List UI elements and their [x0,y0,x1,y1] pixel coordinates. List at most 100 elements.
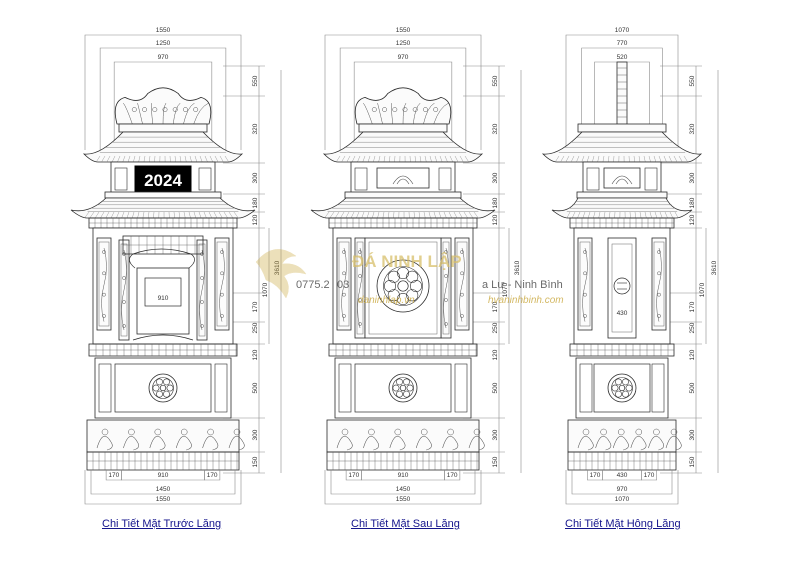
left-outer-column [337,238,351,330]
height-dim-4: 120 [689,214,696,225]
plinth [87,452,239,470]
total-height-dim: 3610 [711,260,718,275]
lower-body [576,358,668,418]
height-dim-7: 120 [689,349,696,360]
left-outer-column [97,238,111,330]
height-dim-9: 300 [689,429,696,440]
height-dim-8: 500 [689,382,696,393]
drawing-rear: 5503203001801201702501205003001503610107… [311,27,521,504]
caption-side-view: Chi Tiết Mặt Hông Lăng [565,518,681,530]
bottom-dim-0-label: 170 [348,472,359,479]
ornamental-crown [115,88,211,124]
upper-ridge-band [359,124,447,132]
height-dim-1: 320 [492,123,499,134]
base-cap-band [570,344,674,356]
main-roof [552,198,692,218]
date-plaque-text: 2024 [144,171,182,190]
height-dim-10: 150 [492,456,499,467]
base-foot [327,420,484,452]
right-outer-column [455,238,469,330]
bottom-dim-2: 170 [641,470,656,480]
lower-body [335,358,471,418]
bottom-dim-1: 430 [603,470,642,480]
bottom-dim-1-label: 430 [617,472,628,479]
height-dim-1: 320 [689,123,696,134]
height-dim-6: 250 [252,322,259,333]
height-dim-2: 300 [492,172,499,183]
upper-roof [324,132,482,162]
height-dim-3: 180 [252,197,259,208]
main-ridge-band [105,192,221,198]
top-dim-0-label: 1070 [615,27,630,34]
height-dim-1: 320 [252,123,259,134]
height-dim-0: 550 [492,75,499,86]
right-inner-column [441,238,451,338]
upper-ridge-band [578,124,666,132]
height-dim-9: 300 [252,429,259,440]
top-dim-2-label: 970 [158,54,169,61]
bottom-dim-0: 170 [346,470,361,480]
top-dim-0-label: 1550 [396,27,411,34]
height-dim-8: 500 [252,382,259,393]
right-outer-column [652,238,666,330]
left-outer-column [578,238,592,330]
height-dim-4: 120 [252,214,259,225]
height-dim-9: 300 [492,429,499,440]
bottom-dim-2-label: 170 [447,472,458,479]
right-outer-column [215,238,229,330]
left-inner-column [119,240,129,340]
upper-ridge-band [119,124,207,132]
frieze-band [89,218,237,228]
main-ridge-band [345,192,461,198]
height-dim-6: 250 [689,322,696,333]
bottom-dim-2-label: 170 [207,472,218,479]
bottom-dim-0: 170 [106,470,121,480]
drawing-side: 550 320 300 180 120 170 250 120 500 300 150 3610 107… [543,27,718,504]
bottom-dim-2: 170 [204,470,219,480]
bottom-dim-0-label: 170 [108,472,119,479]
overall-width-dim-label: 1550 [396,496,411,503]
right-inner-column [197,240,207,340]
bottom-dim-2: 170 [444,470,459,480]
height-dim-3: 180 [492,197,499,208]
height-dim-5: 170 [252,301,259,312]
height-dim-0: 550 [689,75,696,86]
inner-height-dim: 1070 [502,282,509,297]
upper-cabin [583,162,661,194]
top-dim-0-label: 1550 [156,27,171,34]
height-dim-2: 300 [689,172,696,183]
height-dim-0: 550 [252,75,259,86]
caption-front-view: Chi Tiết Mặt Trước Lăng [102,518,221,530]
height-dim-10: 150 [252,456,259,467]
top-dim-1-label: 1250 [396,40,411,47]
main-roof [311,198,495,218]
plinth [327,452,479,470]
caption-rear-view: Chi Tiết Mặt Sau Lăng [351,518,460,530]
base-cap-band [89,344,237,356]
height-dim-3: 180 [689,197,696,208]
height-dim-2: 300 [252,172,259,183]
lower-body [95,358,231,418]
height-dim-7: 120 [492,349,499,360]
inner-height-dim: 1070 [262,282,269,297]
bottom-dim-0-label: 170 [590,472,601,479]
main-ridge-band [577,192,667,198]
bottom-dim-1: 910 [362,470,445,480]
side-panel-width-dim: 430 [617,310,628,317]
main-roof [71,198,255,218]
height-dim-7: 120 [252,349,259,360]
top-dim-1-label: 770 [617,40,628,47]
niche-width-dim: 910 [158,295,169,302]
height-dim-5: 170 [492,301,499,312]
drawing-front: 5503203001801201702501205003001503610107… [71,27,281,504]
ornamental-crown [355,88,451,124]
left-inner-column [355,238,365,338]
base-width-dim-label: 970 [617,486,628,493]
height-dim-4: 120 [492,214,499,225]
height-dim-10: 150 [689,456,696,467]
height-dim-8: 500 [492,382,499,393]
